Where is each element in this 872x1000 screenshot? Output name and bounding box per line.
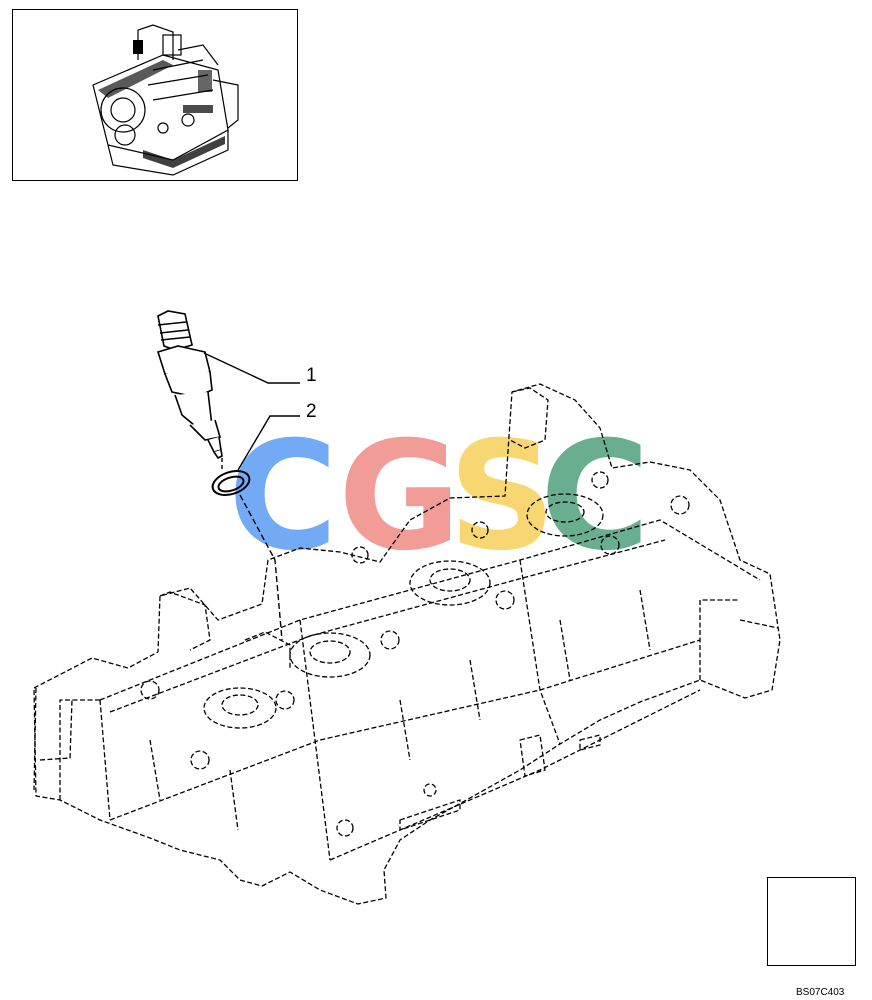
callout-2-label: 2	[306, 401, 317, 422]
injector-part	[156, 310, 223, 460]
watermark-letter-c2: C	[540, 410, 650, 584]
watermark-logo: C G S C	[228, 410, 650, 584]
navigation-frame[interactable]	[767, 877, 856, 966]
leader-lines	[203, 352, 300, 641]
watermark-letter-g: G	[338, 410, 461, 584]
cylinder-head-part	[33, 383, 781, 905]
sealing-washer-part	[211, 470, 251, 496]
watermark-letter-c1: C	[228, 410, 338, 584]
callout-1-label: 1	[306, 365, 317, 386]
drawing-code: BS07C403	[796, 987, 845, 998]
engine-thumbnail-icon	[92, 24, 239, 176]
engine-thumbnail-frame	[12, 9, 298, 181]
